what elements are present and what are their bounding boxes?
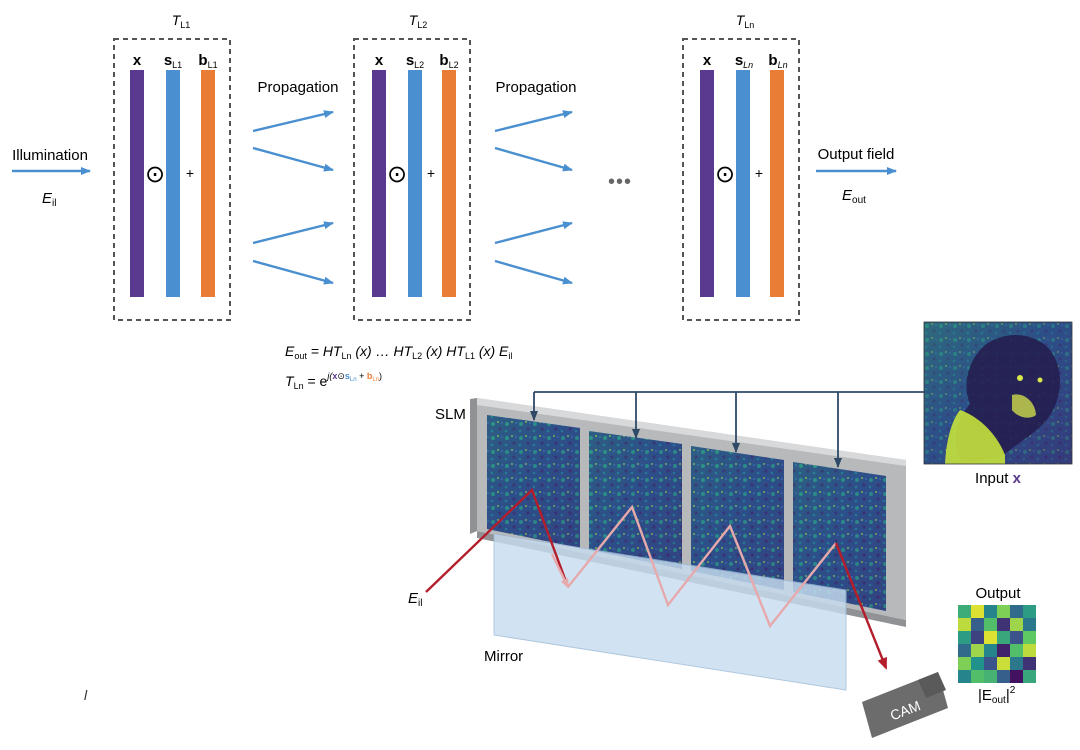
output-grid-cell (997, 644, 1010, 657)
propagation-arrows-2 (494, 110, 573, 285)
x-label: x (703, 52, 712, 69)
s-bar (408, 70, 422, 297)
output-grid-cell (997, 657, 1010, 670)
layer-box-border (353, 38, 471, 321)
output-grid-cell (958, 670, 971, 683)
layer-title-Ln: TLn (736, 12, 755, 30)
output-grid-cell (958, 631, 971, 644)
output-grid-cell (1023, 657, 1036, 670)
s-label: sL2 (406, 52, 424, 70)
output-grid-cell (958, 605, 971, 618)
E-il-label: Eil (42, 190, 56, 209)
E-out-label: Eout (842, 187, 866, 206)
equation-line-2: TLn = ej(x⊙sLn + bLn) (285, 371, 382, 391)
hadamard-symbol: ⊙ (715, 161, 735, 188)
layer-box-border (682, 38, 800, 321)
output-grid-cell (971, 670, 984, 683)
b-label: bL2 (439, 52, 458, 70)
output-grid-cell (971, 644, 984, 657)
illumination-label: Illumination (12, 147, 88, 164)
plus-symbol: + (427, 165, 435, 181)
output-grid-cell (984, 618, 997, 631)
output-grid-cell (958, 618, 971, 631)
b-label: bL1 (198, 52, 217, 70)
output-field-label: Output field (818, 146, 895, 163)
dog-eye (1017, 375, 1023, 381)
plus-symbol: + (186, 165, 194, 181)
output-grid-cell (997, 631, 1010, 644)
propagation-arrows-1 (252, 110, 334, 285)
b-bar (201, 70, 215, 297)
layer-title-L1: TL1 (172, 12, 191, 30)
x-bar (130, 70, 144, 297)
input-connector (530, 391, 924, 468)
propagation-label-2: Propagation (496, 79, 577, 96)
output-grid-cell (971, 631, 984, 644)
output-grid-cell (971, 657, 984, 670)
hadamard-symbol: ⊙ (145, 161, 165, 188)
mirror-label: Mirror (484, 648, 523, 665)
mirror (493, 533, 847, 691)
beam-path (425, 487, 888, 670)
s-label: sL1 (164, 52, 182, 70)
b-label: bLn (768, 52, 787, 70)
s-bar (736, 70, 750, 297)
output-grid-cell (984, 631, 997, 644)
output-grid-cell (1010, 631, 1023, 644)
equation-line-1: Eout = HTLn (x) … HTL2 (x) HTL1 (x) Eil (285, 343, 512, 361)
output-intensity-label: |Eout|2 (978, 685, 1016, 706)
output-grid-cell (1010, 644, 1023, 657)
layer-box-L1: TL1 x sL1 bL1 ⊙ + (113, 12, 231, 321)
plus-symbol: + (755, 165, 763, 181)
output-grid-cell (1010, 657, 1023, 670)
x-bar (372, 70, 386, 297)
E-il-lower-label: Eil (408, 590, 422, 609)
stray-mark: l (84, 687, 88, 703)
input-image (923, 321, 1073, 465)
camera: CAM (862, 672, 948, 738)
layer-box-L2: TL2 x sL2 bL2 ⊙ + (353, 12, 471, 321)
output-grid-cell (997, 605, 1010, 618)
layer-box-border (113, 38, 231, 321)
x-bar (700, 70, 714, 297)
output-grid-cell (1023, 605, 1036, 618)
output-grid (958, 605, 1036, 683)
s-label: sLn (735, 52, 753, 70)
output-grid-cell (958, 644, 971, 657)
output-grid-cell (997, 670, 1010, 683)
layer-box-Ln: TLn x sLn bLn ⊙ + (682, 12, 800, 321)
output-grid-cell (971, 605, 984, 618)
output-grid-cell (1010, 670, 1023, 683)
output-grid-cell (1023, 644, 1036, 657)
ellipsis: ••• (608, 171, 632, 193)
dog-chest (945, 410, 1005, 464)
s-bar (166, 70, 180, 297)
output-grid-cell (958, 657, 971, 670)
output-grid-cell (971, 618, 984, 631)
x-label: x (375, 52, 384, 69)
output-grid-cell (1010, 605, 1023, 618)
output-label: Output (975, 585, 1021, 602)
x-label: x (133, 52, 142, 69)
output-grid-cell (1023, 631, 1036, 644)
slm-label: SLM (435, 406, 466, 423)
dog-eye (1037, 377, 1043, 383)
propagation-label-1: Propagation (258, 79, 339, 96)
output-grid-cell (1010, 618, 1023, 631)
b-bar (442, 70, 456, 297)
dog-face-highlight (1012, 394, 1036, 418)
layer-title-L2: TL2 (409, 12, 428, 30)
output-grid-cell (997, 618, 1010, 631)
output-grid-cell (1023, 670, 1036, 683)
output-grid-cell (984, 670, 997, 683)
output-grid-cell (984, 605, 997, 618)
output-grid-cell (1023, 618, 1036, 631)
output-grid-cell (984, 644, 997, 657)
hadamard-symbol: ⊙ (387, 161, 407, 188)
output-grid-cell (984, 657, 997, 670)
b-bar (770, 70, 784, 297)
input-label: Input x (975, 470, 1022, 487)
